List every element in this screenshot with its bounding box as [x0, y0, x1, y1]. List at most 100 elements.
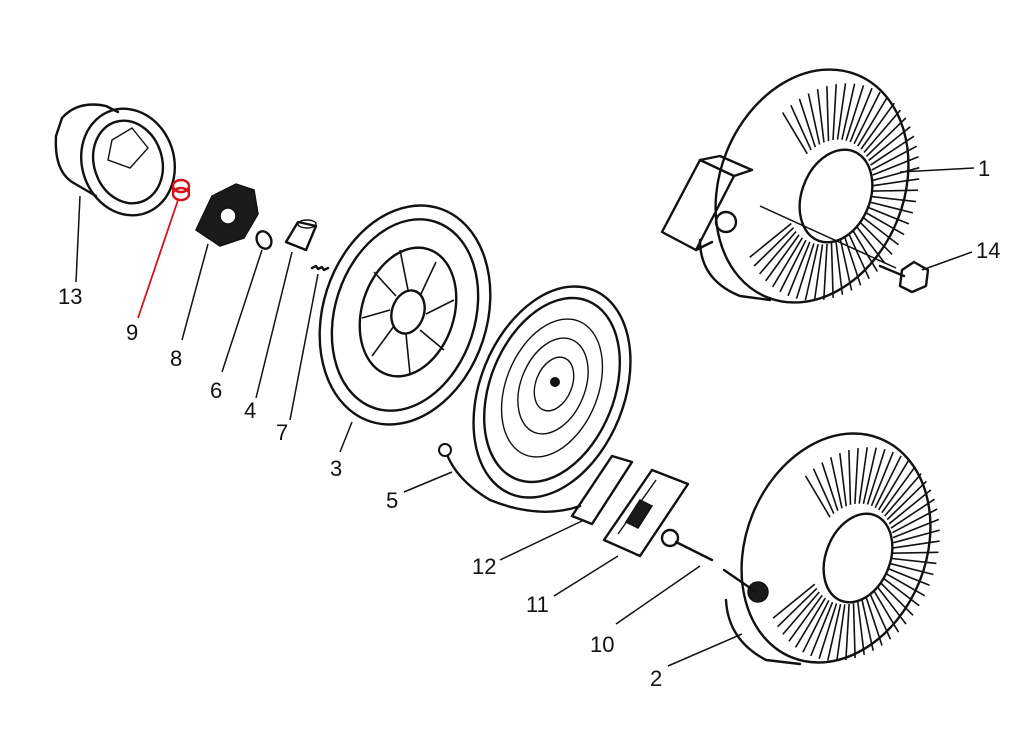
leader-8: [181, 243, 209, 341]
cooling-fin: [881, 466, 916, 514]
cooling-fin: [830, 457, 843, 509]
label-2: 2: [650, 666, 662, 691]
cooling-fin: [821, 462, 839, 511]
cooling-fin: [892, 518, 940, 539]
part-11-pawl: [602, 468, 690, 558]
cooling-fin: [858, 447, 868, 504]
cooling-fin: [779, 239, 807, 293]
label-1: 1: [978, 156, 990, 181]
cooling-fin: [832, 84, 837, 141]
cooling-fin: [758, 230, 797, 275]
cooling-fin: [807, 93, 821, 145]
cooling-fin: [802, 600, 830, 653]
part-8-ratchet: [195, 183, 259, 247]
cooling-fin: [804, 244, 819, 301]
cooling-fin: [836, 83, 847, 140]
cooling-fin: [888, 489, 932, 525]
cooling-fin: [818, 603, 838, 659]
part-labels: 1 2 3 4 5 6 7 8 9 10 11 12 13 14: [58, 156, 1000, 691]
leader-14: [921, 251, 973, 271]
cooling-fin: [848, 449, 852, 505]
leader-7: [289, 273, 319, 421]
cooling-fin: [872, 156, 919, 176]
label-11: 11: [526, 592, 549, 617]
leader-11: [553, 555, 619, 597]
cooling-fin: [830, 242, 834, 298]
cooling-fin: [823, 243, 828, 300]
label-9: 9: [126, 320, 138, 345]
label-12: 12: [472, 554, 496, 579]
cooling-fin: [876, 586, 907, 625]
cooling-fin: [790, 104, 812, 151]
leader-3: [339, 421, 353, 453]
part-12-spacer: [570, 454, 634, 526]
cooling-fin: [872, 178, 920, 187]
cooling-fin: [861, 599, 874, 651]
cooling-fin: [891, 557, 937, 565]
leader-6: [221, 249, 263, 373]
cooling-fin: [862, 216, 899, 246]
cooling-fin: [781, 112, 808, 155]
cooling-fin: [857, 601, 865, 655]
cooling-fin: [765, 234, 800, 282]
leader-12: [499, 519, 585, 561]
cooling-fin: [869, 201, 914, 214]
cooling-fin: [749, 222, 792, 258]
cooling-fin: [845, 85, 865, 141]
cooling-fin: [782, 591, 820, 635]
cooling-fin: [788, 594, 823, 642]
cooling-fin: [871, 145, 918, 171]
cooling-fin: [869, 593, 892, 640]
cooling-fin: [891, 508, 938, 534]
cooling-fin: [871, 195, 916, 203]
cooling-fin: [872, 189, 919, 192]
label-6: 6: [210, 378, 222, 403]
cooling-fin: [862, 447, 877, 504]
cooling-fin: [836, 604, 846, 661]
part-7-spring: [310, 264, 330, 272]
cooling-fin: [787, 241, 811, 297]
leader-4: [255, 251, 293, 399]
cooling-fin: [827, 604, 842, 661]
cooling-fin: [813, 244, 824, 301]
part-4-sleeve: [284, 219, 318, 252]
cooling-fin: [812, 468, 835, 515]
cooling-fin: [874, 455, 902, 508]
cooling-fin: [886, 573, 926, 597]
label-5: 5: [386, 488, 398, 513]
leader-5: [403, 471, 453, 493]
label-14: 14: [976, 238, 1000, 263]
axis-line: [759, 205, 897, 269]
cooling-fin: [870, 451, 894, 507]
part-5-recoil-spring: [438, 285, 632, 513]
part-6-washer: [255, 230, 273, 250]
cooling-fin: [857, 96, 889, 147]
cooling-fin: [772, 583, 816, 619]
cooling-fin: [835, 241, 844, 295]
cooling-fin: [849, 87, 873, 143]
cooling-fin: [878, 460, 910, 511]
leader-13: [75, 195, 81, 283]
cooling-fin: [863, 109, 902, 154]
cooling-fin: [888, 568, 930, 587]
part-9-nut: [171, 178, 191, 202]
cooling-fin: [841, 83, 856, 140]
cooling-fin: [795, 243, 815, 299]
cooling-fin: [843, 236, 862, 286]
cooling-fin: [865, 117, 907, 157]
cooling-fin: [884, 473, 922, 517]
cooling-fin: [810, 601, 834, 657]
cooling-fin: [873, 590, 900, 633]
cooling-fin: [890, 498, 935, 529]
cooling-fin: [794, 597, 826, 648]
cooling-fin: [893, 529, 940, 544]
cooling-fin: [777, 587, 818, 628]
label-3: 3: [330, 456, 342, 481]
cooling-fin: [870, 135, 915, 166]
cooling-fin: [865, 597, 883, 646]
cooling-fin: [839, 453, 847, 507]
cooling-fin: [853, 91, 881, 145]
cooling-fin: [753, 227, 795, 267]
cooling-fin: [872, 166, 920, 182]
